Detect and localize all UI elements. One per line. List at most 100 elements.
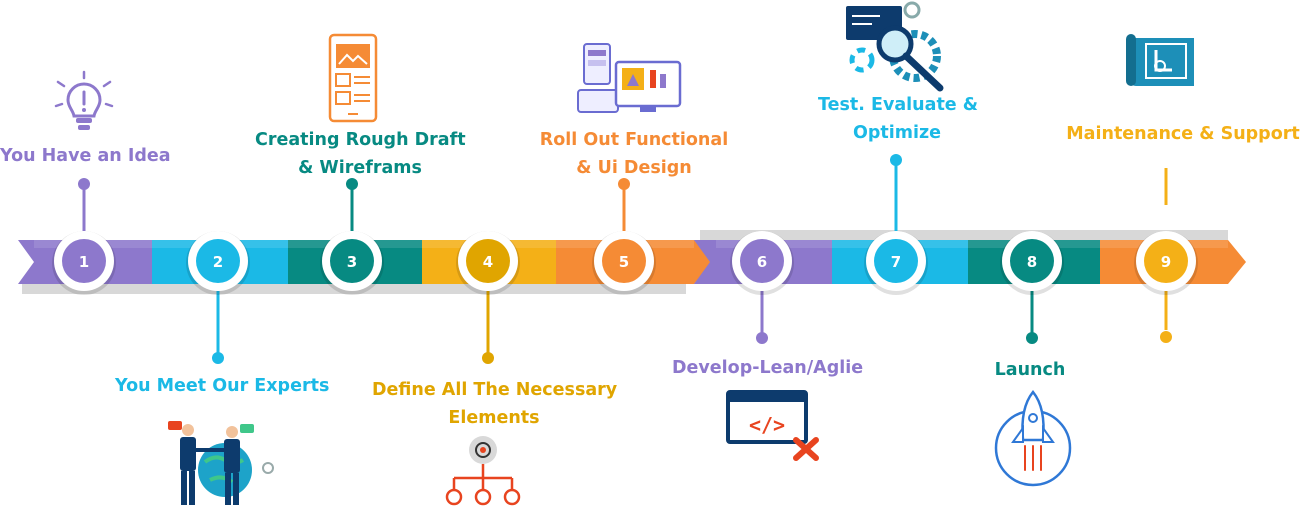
node-number-5: 5 (619, 253, 629, 271)
wrench-cross (793, 437, 819, 461)
bulb-base-1 (76, 118, 92, 123)
phone-thumb (335, 73, 351, 87)
bulb-glass (66, 82, 102, 118)
ui-phone-bar (588, 50, 606, 56)
hierarchy-root-ring (475, 442, 491, 458)
step-icons: </> (54, 1, 1194, 506)
band-joint (694, 240, 716, 284)
step-label-5-line-1: Roll Out Functional (539, 130, 729, 150)
bulb-exclaim-dot (82, 108, 86, 112)
band-shadow-right (700, 230, 1228, 242)
node-number-8: 8 (1027, 253, 1037, 271)
step-label-2-line-1: You Meet Our Experts (115, 376, 330, 396)
node-core-5 (602, 239, 646, 283)
speech-bubble-right (240, 424, 254, 433)
connector-dot-6 (756, 332, 768, 344)
ui-monitor-stand (640, 106, 656, 112)
node-core-4 (466, 239, 510, 283)
ui-bar-1 (650, 70, 656, 88)
hierarchy-leaf-3 (503, 488, 521, 506)
person-left-leg-1 (181, 471, 187, 505)
person-right-leg-2 (233, 473, 239, 505)
magnifier-lens (876, 25, 914, 63)
person-left-leg-2 (189, 471, 195, 505)
bulb-ray-5 (104, 102, 114, 108)
step-label-2: You Meet Our Experts (115, 372, 329, 400)
step-connectors (78, 154, 1172, 364)
bulb-ray-3 (102, 80, 112, 88)
ui-design-icon (577, 43, 682, 113)
ui-monitor-logo (627, 74, 639, 86)
connector-dot-4 (482, 352, 494, 364)
ui-bar-2 (660, 74, 666, 88)
node-core-8 (1010, 239, 1054, 283)
step-label-3-line-2: & Wireframs (298, 158, 422, 178)
phone-hero (336, 44, 370, 68)
node-number-7: 7 (891, 253, 901, 271)
step-label-6: Develop-Lean/Aglie (672, 354, 863, 382)
blueprint-icon (1126, 34, 1194, 86)
step-label-1-line-1: You Have an Idea (0, 146, 171, 166)
phone-hero-mountain (338, 53, 368, 65)
step-label-3-line-1: Creating Rough Draft (255, 130, 466, 150)
step-label-8-line-1: Launch (994, 360, 1066, 380)
node-number-6: 6 (757, 253, 767, 271)
person-left-head (182, 424, 194, 436)
blueprint-plan (1145, 43, 1187, 79)
step-label-5-line-2: & Ui Design (576, 158, 692, 178)
connector-dot-2 (212, 352, 224, 364)
blueprint-gear (1154, 60, 1166, 72)
step-label-4: Define All The Necessary Elements (372, 376, 618, 432)
step-label-4-line-1: Define All The Necessary (372, 380, 618, 400)
connector-dot-3 (346, 178, 358, 190)
node-core-1 (62, 239, 106, 283)
node-number-3: 3 (347, 253, 357, 271)
node-number-4: 4 (483, 253, 493, 271)
hierarchy-icon (445, 436, 521, 506)
speech-bubble-left (168, 421, 182, 430)
lightbulb-icon (54, 70, 114, 130)
bulb-ray-2 (56, 80, 66, 88)
mobile-wireframe-icon (328, 33, 378, 123)
ui-phone-bar-2 (588, 60, 606, 66)
ui-tablet (577, 89, 619, 113)
step-label-3: Creating Rough Draft & Wireframs (255, 126, 466, 182)
node-core-3 (330, 239, 374, 283)
person-right-head (226, 426, 238, 438)
gear-big (889, 30, 941, 82)
rocket-body (1021, 390, 1045, 442)
hierarchy-leaf-1 (445, 488, 463, 506)
connector-dot-9 (1160, 331, 1172, 343)
step-label-9-line-1: Maintenance & Support (1066, 124, 1300, 144)
magnifier-handle (902, 52, 944, 92)
step-label-8: Launch (990, 356, 1070, 384)
connector-dot-5 (618, 178, 630, 190)
gear-small-top (903, 1, 921, 19)
node-number-2: 2 (213, 253, 223, 271)
bulb-ray-4 (54, 102, 64, 108)
node-core-6 (740, 239, 784, 283)
code-window-icon: </> (726, 390, 819, 461)
step-label-4-line-2: Elements (448, 408, 540, 428)
step-label-7-line-2: Optimize (852, 123, 942, 143)
connector-dot-7 (890, 154, 902, 166)
bulb-base-2 (78, 125, 90, 130)
magnifier-gear-icon (846, 1, 944, 92)
person-left-body (180, 437, 196, 471)
code-window-titlebar (728, 392, 806, 402)
pie-mini (849, 47, 875, 73)
rocket-fins (1011, 424, 1055, 443)
step-label-6-line-1: Develop-Lean/Aglie (672, 358, 864, 378)
rocket-icon (994, 390, 1072, 487)
gear-small (262, 462, 274, 474)
phone-frame (328, 33, 378, 123)
node-core-2 (196, 239, 240, 283)
rocket-window (1028, 413, 1038, 423)
step-label-1: You Have an Idea (0, 142, 171, 170)
business-meeting-icon (168, 421, 274, 505)
phone-thumb-2 (335, 91, 351, 105)
node-number-1: 1 (79, 253, 89, 271)
person-right-body (224, 439, 240, 473)
step-label-7-line-1: Test. Evaluate & (818, 95, 979, 115)
